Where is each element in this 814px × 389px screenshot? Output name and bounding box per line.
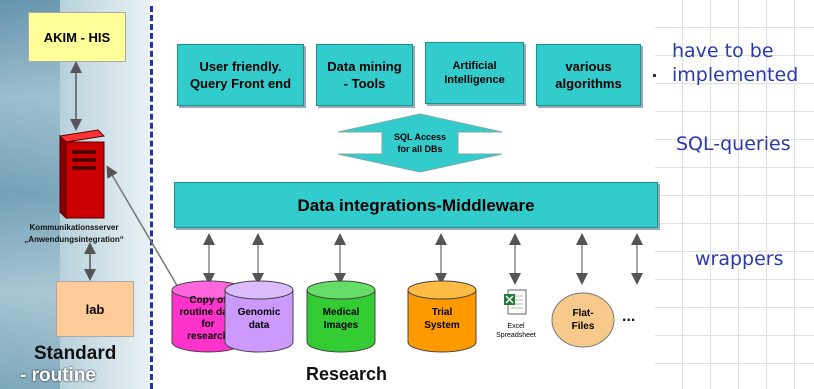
server-label: Kommunikationsserver „Anwendungsintegrat… <box>24 223 124 244</box>
sql-access-arrow <box>337 113 503 173</box>
standard-routine-label: Standard - routine <box>20 343 117 386</box>
server-tower-icon <box>58 129 106 220</box>
implemented-annotation: implemented <box>672 64 799 86</box>
ai-box: Artificial Intelligence <box>425 42 524 104</box>
research-label: Research <box>306 364 388 384</box>
trial-system-label: Trial System <box>424 307 460 331</box>
lab-box: lab <box>56 281 134 337</box>
his-label: AKIM - HIS <box>43 29 111 45</box>
server-copy-arrow <box>106 165 183 295</box>
trial-system-db <box>407 280 477 353</box>
have-to-be-annotation: have to be <box>672 40 774 62</box>
sql-queries-annotation: SQL-queries <box>676 133 791 155</box>
his-box: AKIM - HIS <box>28 12 126 62</box>
left-decorative-photo <box>0 0 60 389</box>
medical-images-db <box>306 280 376 353</box>
sql-access-label: SQL Access for all DBs <box>393 132 447 154</box>
genomic-label: Genomic data <box>237 307 281 331</box>
dashed-divider <box>150 6 153 389</box>
wrappers-annotation: wrappers <box>695 248 784 270</box>
genomic-db <box>224 280 294 353</box>
middleware-bar: Data integrations-Middleware <box>174 182 658 228</box>
medical-images-label: Medical Images <box>322 307 360 331</box>
excel-label: Excel Spreadsheet <box>496 323 536 339</box>
ellipsis-more: ... <box>622 308 636 325</box>
background-grid <box>655 0 814 389</box>
flat-files-shape <box>551 292 615 348</box>
data-mining-box: Data mining - Tools <box>316 44 413 106</box>
dot-marker <box>653 74 656 77</box>
query-frontend-box: User friendly. Query Front end <box>177 44 304 106</box>
flat-files-label: Flat- Files <box>571 308 595 332</box>
excel-spreadsheet-icon <box>504 289 527 315</box>
algorithms-box: various algorithms <box>536 44 641 106</box>
